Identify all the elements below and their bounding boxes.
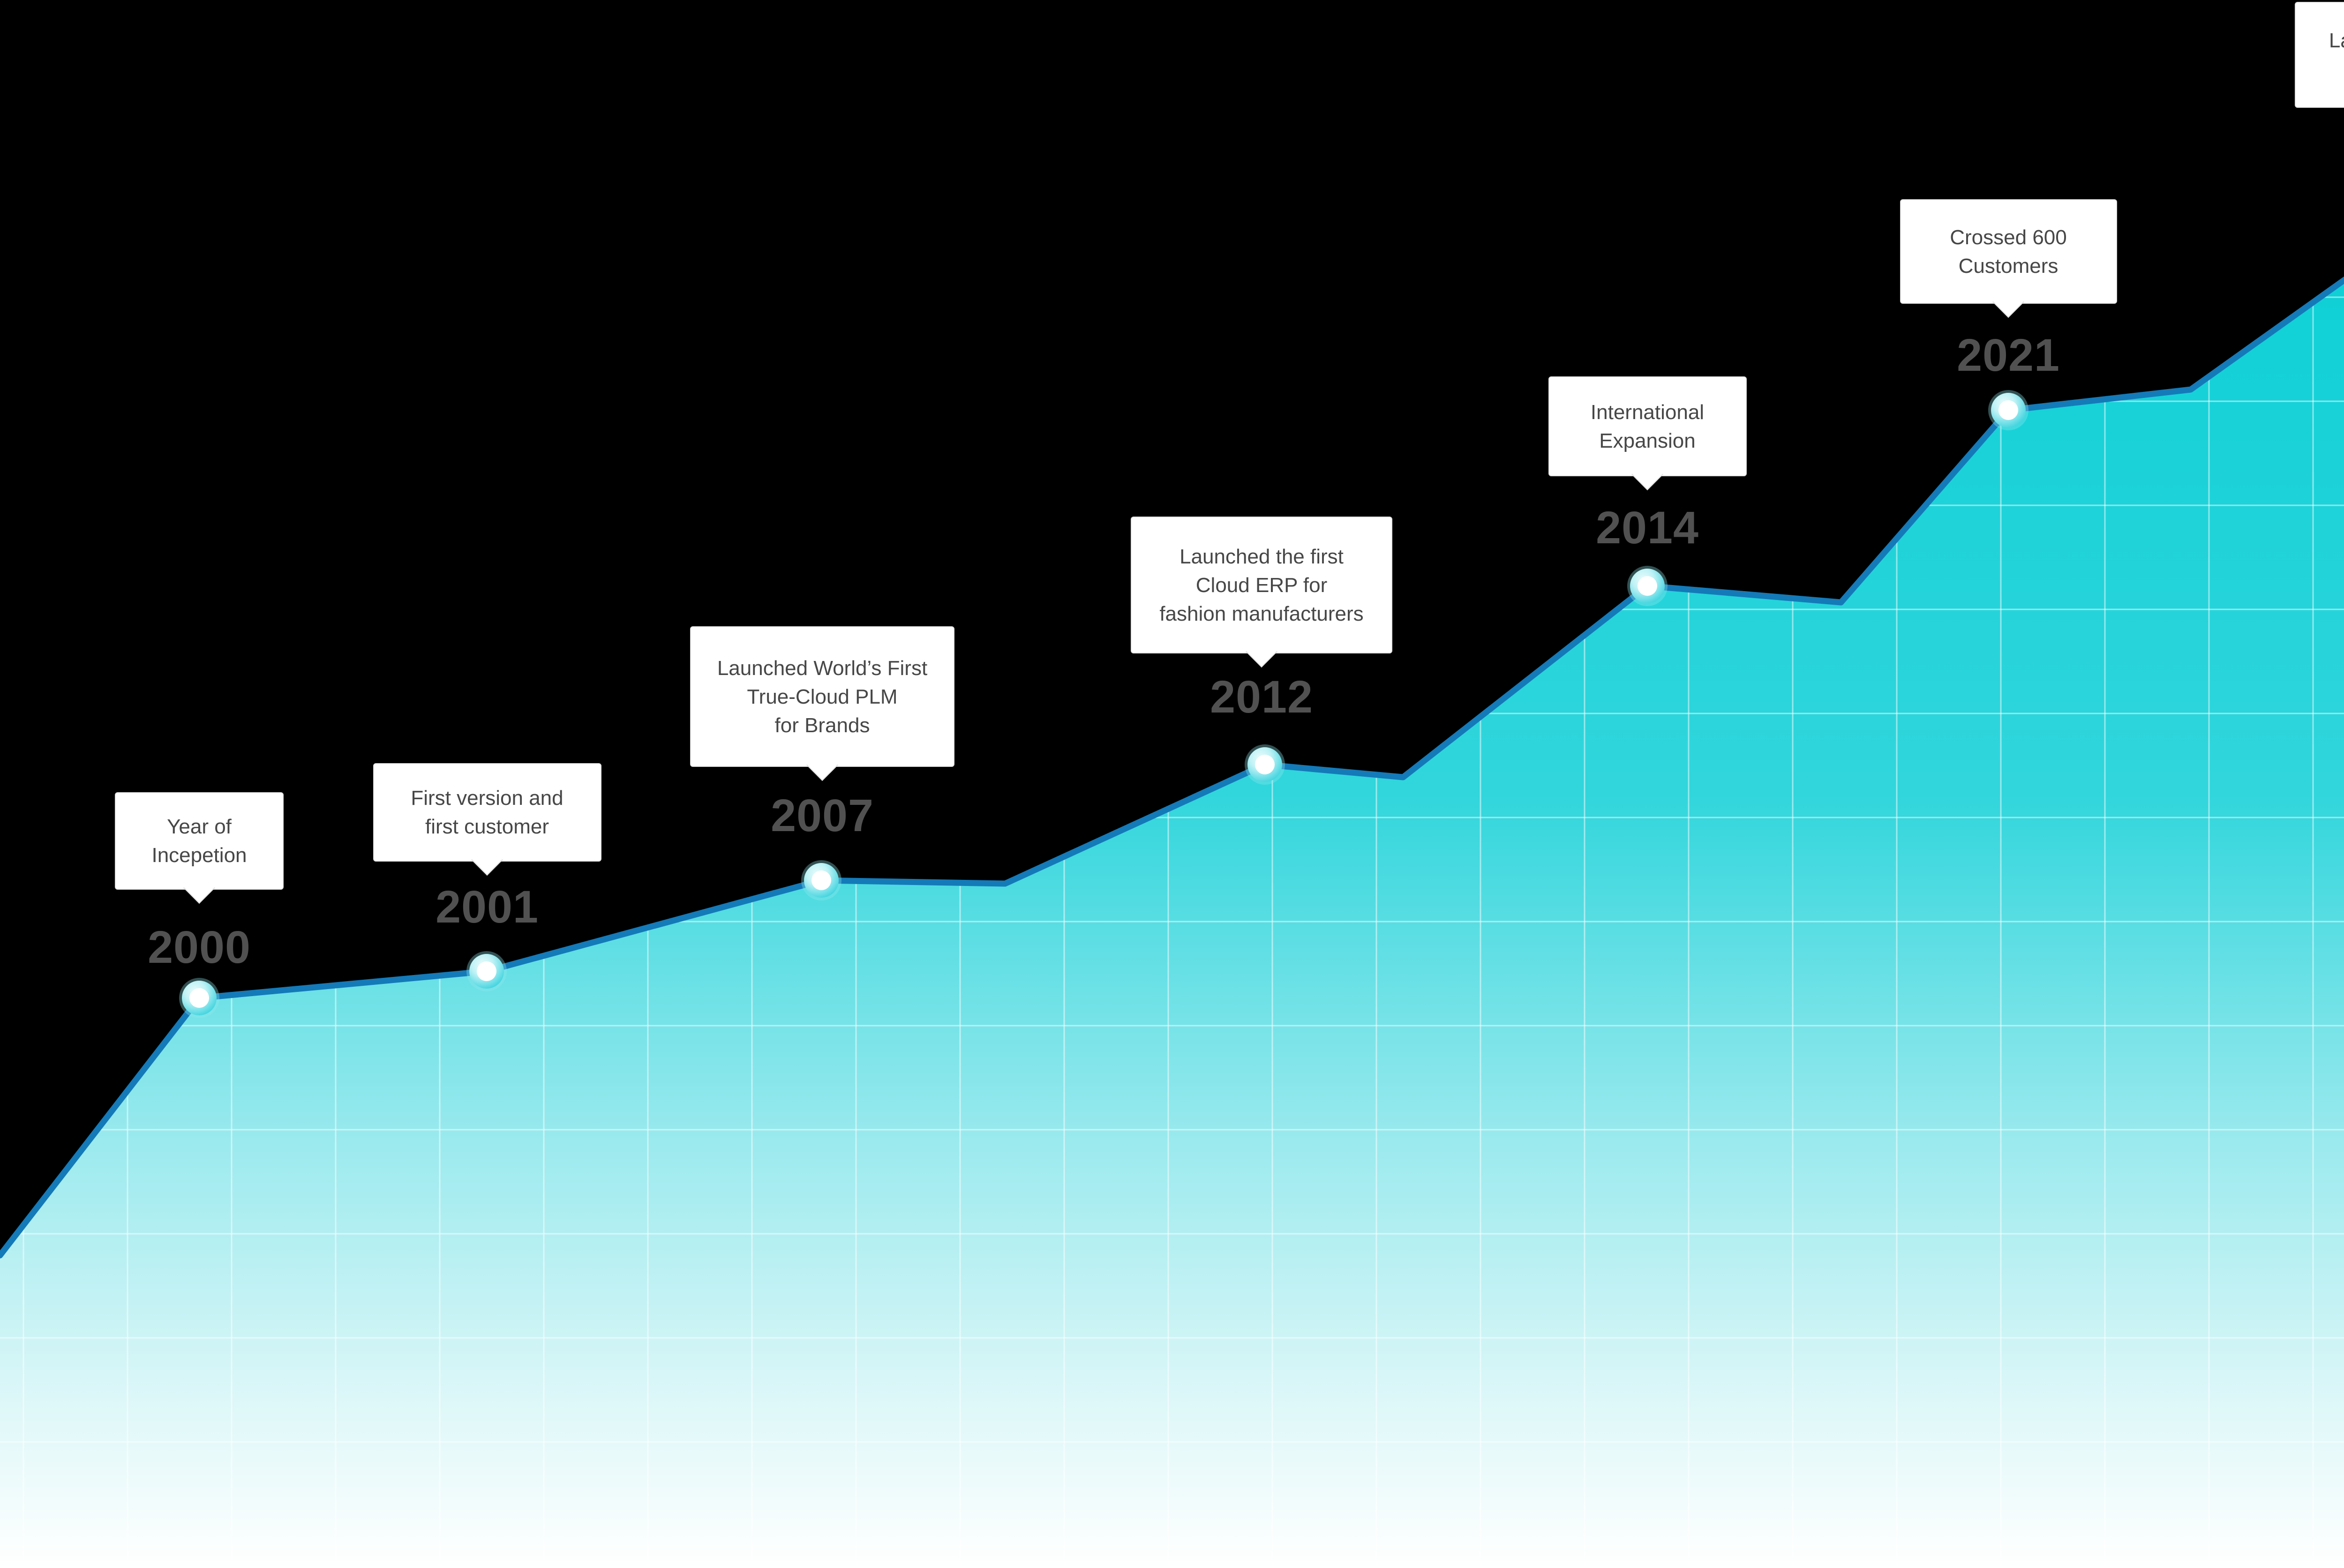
milestone-marker-2007 — [801, 860, 841, 900]
callout-text-line: Crossed 600 — [1950, 225, 2067, 249]
callout-text-line: Year of — [167, 815, 232, 838]
callout-text-line: First version and — [411, 787, 563, 810]
callout-text-line: Launched World’s First — [717, 656, 928, 680]
marker-center-dot — [811, 870, 831, 890]
milestone-marker-2012 — [1245, 744, 1285, 785]
marker-center-dot — [477, 961, 496, 981]
milestone-callout-2000: Year of Incepetion — [115, 792, 284, 890]
area-fill — [0, 280, 2344, 1568]
callout-text-line: International — [1590, 400, 1705, 424]
callout-text-line: Incepetion — [151, 844, 247, 867]
year-label-2021: 2021 — [1957, 330, 2060, 381]
milestone-callout-2025: Launched new suite ofproduct — [2295, 2, 2344, 108]
milestone-marker-2001 — [466, 951, 507, 991]
callout-text-line: Expansion — [1599, 429, 1696, 452]
callout-text-line: Customers — [1958, 254, 2059, 278]
callout-text-line: for Brands — [774, 713, 870, 737]
marker-center-dot — [1998, 400, 2018, 420]
milestone-marker-2014 — [1627, 566, 1668, 606]
year-label-2007: 2007 — [771, 790, 874, 841]
milestone-marker-2021 — [1988, 390, 2028, 430]
year-label-2012: 2012 — [1210, 671, 1313, 722]
year-label-2014: 2014 — [1596, 502, 1699, 553]
callout-text-line: True-Cloud PLM — [747, 685, 898, 708]
callout-text-line: Cloud ERP for — [1195, 573, 1328, 597]
callout-text-line: first customer — [425, 815, 549, 838]
callout-text-line: Launched new suite of — [2329, 29, 2344, 52]
marker-center-dot — [1255, 755, 1275, 774]
marker-center-dot — [1638, 576, 1657, 596]
milestone-marker-2000 — [179, 978, 219, 1018]
marker-center-dot — [189, 988, 209, 1008]
callout-text-line: fashion manufacturers — [1159, 602, 1364, 625]
year-label-2001: 2001 — [436, 881, 539, 932]
callout-text-line: Launched the first — [1180, 545, 1344, 568]
milestone-callout-2001: First version and first customer — [373, 763, 601, 862]
year-label-2000: 2000 — [148, 922, 251, 973]
